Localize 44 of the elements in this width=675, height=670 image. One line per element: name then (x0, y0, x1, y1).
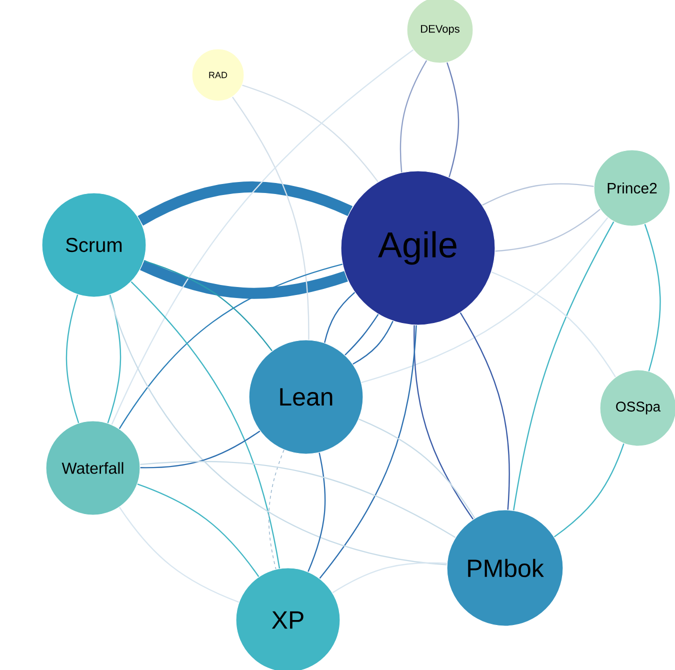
network-node: OSSpa (600, 370, 675, 446)
connection-line (554, 443, 624, 538)
connection-line (491, 271, 616, 378)
connection-line (140, 260, 348, 299)
connection-line (446, 62, 460, 178)
connection-line (118, 264, 343, 430)
connection-line (460, 312, 510, 510)
network-node: RAD (192, 48, 244, 102)
connection-line (242, 84, 379, 182)
connection-line (107, 294, 122, 424)
network-node: Waterfall (46, 420, 140, 516)
connection-line (644, 224, 661, 372)
network-node: Lean (248, 340, 364, 454)
connection-line (352, 320, 394, 365)
connection-line (324, 292, 356, 344)
connection-line (232, 96, 310, 340)
connection-line (344, 314, 379, 356)
connection-line (319, 325, 417, 579)
network-node: Agile (340, 170, 496, 326)
connection-line (138, 182, 352, 226)
connection-line (332, 562, 448, 594)
connection-line (108, 294, 447, 566)
connection-line (308, 452, 326, 572)
network-node: DEVops (406, 0, 474, 64)
connection-line (140, 430, 260, 468)
connection-line (361, 217, 608, 384)
network-node: PMbok (446, 510, 564, 626)
network-node: XP (236, 568, 340, 670)
connection-line (268, 449, 284, 570)
connection-line (111, 49, 414, 425)
connection-line (140, 460, 456, 538)
network-node: Scrum (42, 192, 146, 298)
connection-line (513, 221, 614, 511)
connection-line (400, 60, 428, 173)
connection-line (482, 183, 594, 206)
connection-line (137, 484, 260, 578)
connection-line (358, 418, 476, 519)
connection-line (130, 281, 280, 569)
connection-line (66, 294, 80, 424)
connection-line (414, 325, 474, 520)
connection-line (118, 506, 240, 603)
connection-line (495, 208, 601, 252)
connection-line (144, 260, 273, 352)
network-node: Prince2 (594, 150, 670, 226)
